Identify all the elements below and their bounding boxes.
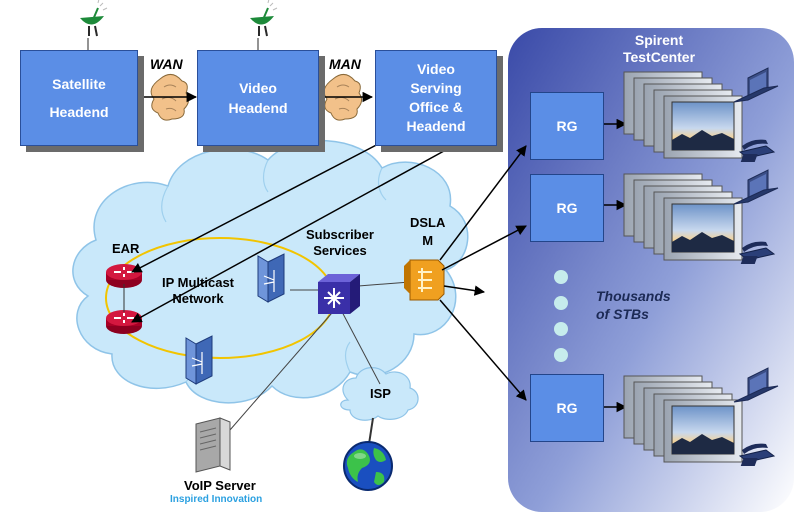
thousands-label: Thousands of STBs [596,288,671,322]
man-label: MAN [329,56,361,72]
panel-title: Spirent TestCenter [622,32,696,65]
multicast-label: IP Multicast Network [162,275,235,306]
video-headend-box: Video Headend [197,50,319,146]
globe-icon [343,441,393,491]
satellite-headend-label: Satellite Headend [49,76,109,120]
rg-box-3: RG [530,374,604,442]
router-icon [105,309,143,335]
footer-tagline: Inspired Innovation [170,494,263,505]
rg-box-1: RG [530,92,604,160]
wan-label: WAN [150,56,183,72]
subscriber-label: Subscriber Services [306,227,374,258]
server-icon [195,417,231,473]
video-headend-label: Video Headend [228,80,288,116]
isp-cloud [340,367,419,421]
switch-icon [257,253,285,303]
rg-box-2: RG [530,174,604,242]
switch-icon [185,335,213,385]
ellipsis-dot [554,348,568,362]
satellite-dish-icon [249,0,278,37]
video-serving-office-label: Video Serving Office & Headend [406,61,466,134]
satellite-headend-box: Satellite Headend [20,50,138,146]
ellipsis-dot [554,322,568,336]
satellite-dish-icon [79,0,108,37]
ellipsis-dot [554,296,568,310]
ear-label: EAR [112,241,140,256]
ellipsis-dot [554,270,568,284]
isp-label: ISP [370,386,391,401]
voip-label: VoIP Server [184,478,256,493]
subscriber-switch-icon [318,274,360,314]
dslam-label: DSLA M [410,215,446,248]
video-serving-office-box: Video Serving Office & Headend [375,50,497,146]
dslam-icon [404,259,445,301]
